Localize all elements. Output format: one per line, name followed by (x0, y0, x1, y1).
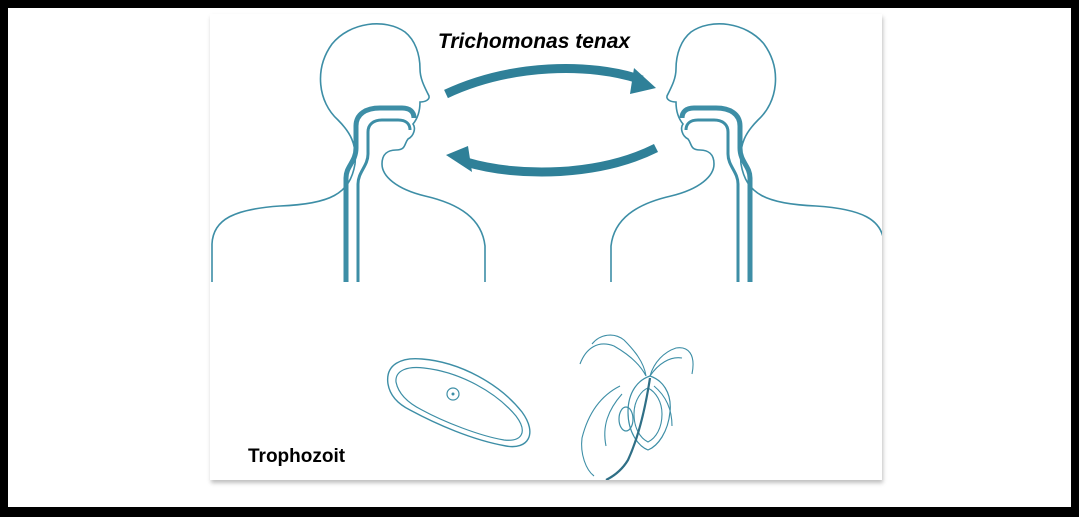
stage-label: Trophozoit (248, 446, 345, 468)
trophozoite-amoeboid-icon (388, 359, 530, 447)
arrow-right-icon (446, 68, 656, 94)
transmission-diagram (210, 14, 882, 480)
arrow-left-icon (446, 146, 656, 172)
trophozoite-flagellate-icon (580, 335, 693, 480)
person-left-icon (212, 24, 485, 282)
organism-title: Trichomonas tenax (422, 30, 646, 54)
diagram-panel: Trichomonas tenax Trophozoit (210, 14, 882, 480)
